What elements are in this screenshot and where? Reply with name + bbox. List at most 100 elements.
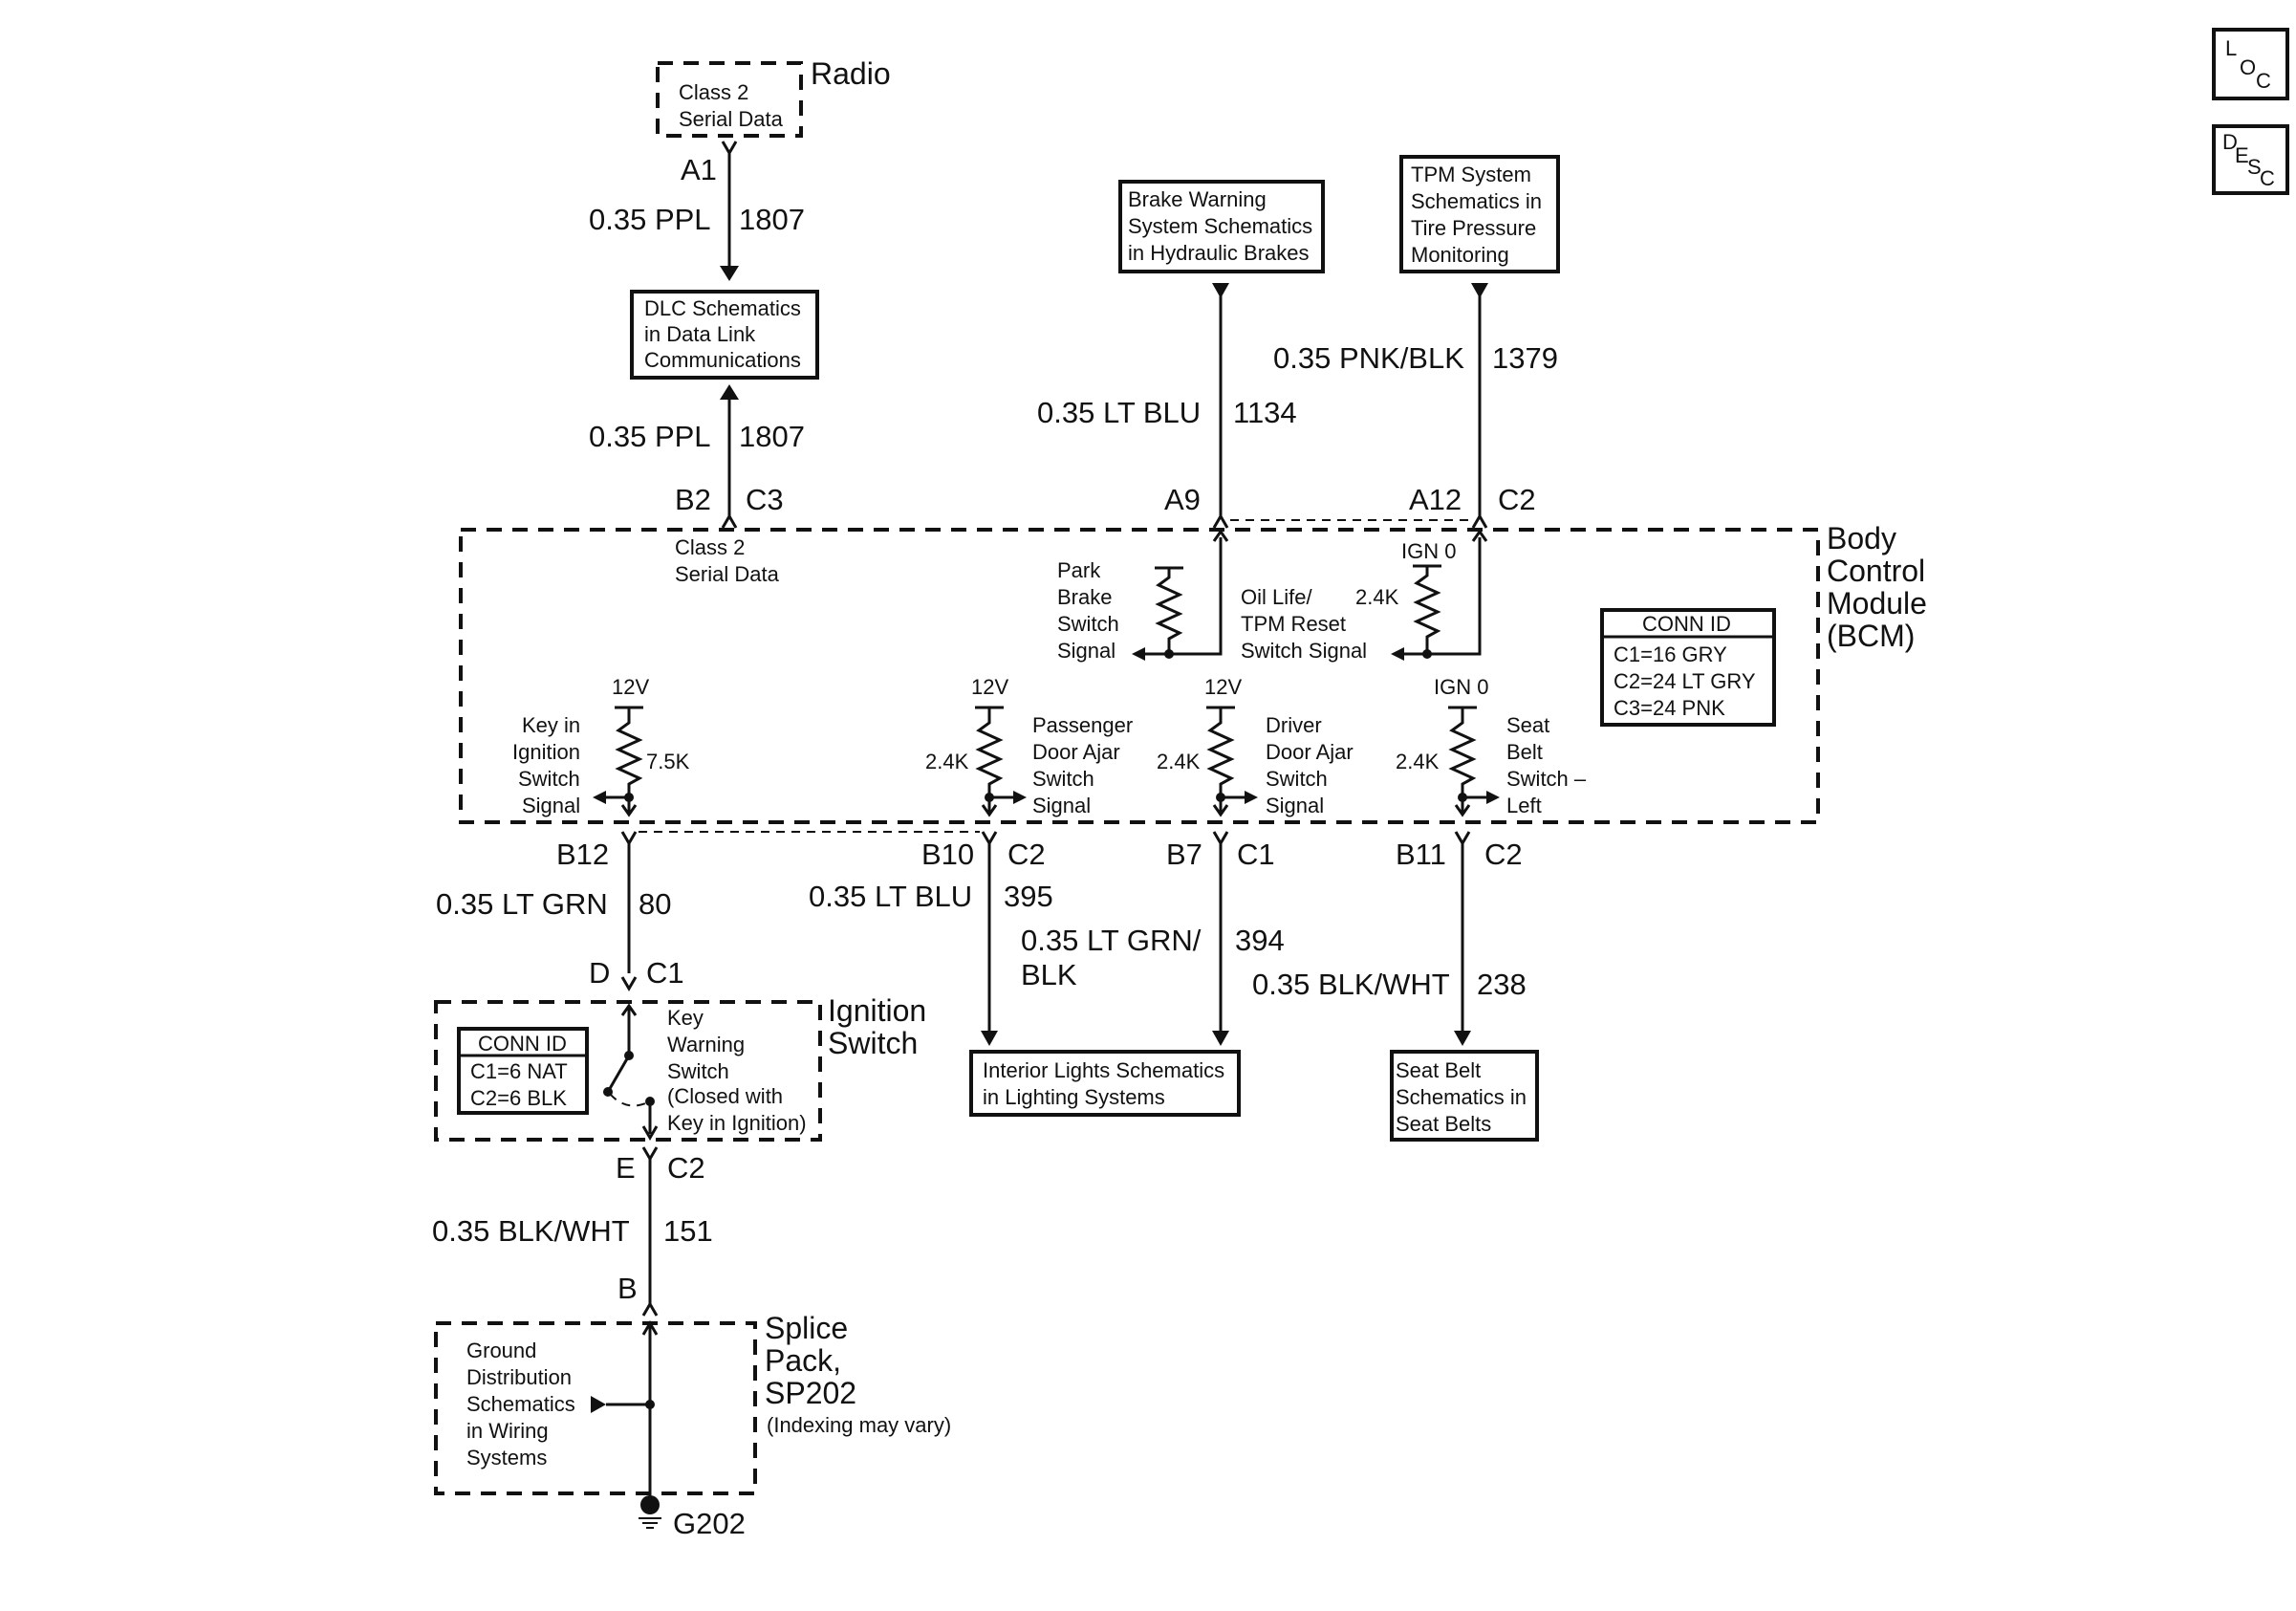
bcm-name-1: Body (1827, 521, 1896, 555)
bcm-conn-id-title: CONN ID (1642, 612, 1731, 636)
bcm-conn-id-table: CONN ID C1=16 GRY C2=24 LT GRY C3=24 PNK (1600, 608, 1776, 727)
seat-belt-1: Seat (1506, 713, 1549, 737)
park-brake-4: Signal (1057, 639, 1116, 663)
seatbelts-line-3: Seat Belts (1396, 1112, 1491, 1136)
splice-note: (Indexing may vary) (767, 1413, 951, 1437)
radio-inner-1: Class 2 (679, 80, 748, 104)
conn-c3: C3 (746, 483, 784, 516)
pin-b2: B2 (675, 483, 711, 516)
bcm-conn-row-2: C2=24 LT GRY (1614, 669, 1756, 693)
loc-l: L (2225, 36, 2237, 60)
ign-switch-3: Switch (667, 1059, 729, 1083)
driver-3: Switch (1266, 767, 1328, 791)
ign-conn-c2: C2 (667, 1151, 705, 1185)
ground-ref-4: in Wiring (466, 1419, 549, 1443)
bcm-class2-2: Serial Data (675, 562, 780, 586)
wire-1379-gauge: 0.35 PNK/BLK (1273, 341, 1464, 375)
seat-belt-schematics-box[interactable]: Seat Belt Schematics in Seat Belts (1390, 1050, 1539, 1142)
passenger-door-circuit: 12V 2.4K Passenger Door Ajar Switch Sign… (925, 675, 1133, 817)
bcm-name-2: Control (1827, 554, 1925, 588)
oil-life-1: Oil Life/ (1241, 585, 1312, 609)
ign-conn-row-2: C2=6 BLK (470, 1086, 567, 1110)
passenger-supply: 12V (971, 675, 1008, 699)
seat-belt-3: Switch – (1506, 767, 1587, 791)
ignition-name-1: Ignition (828, 993, 926, 1028)
brake-line-1: Brake Warning (1128, 187, 1267, 211)
driver-resistor: 2.4K (1157, 750, 1201, 773)
pin-b7: B7 (1166, 838, 1202, 871)
key-in-ignition-circuit: 12V 7.5K Key in Ignition Switch Signal (512, 675, 690, 817)
tpm-line-3: Tire Pressure (1411, 216, 1536, 240)
ground-label: G202 (673, 1507, 746, 1540)
ign-conn-c1: C1 (646, 956, 684, 990)
seatbelts-line-1: Seat Belt (1396, 1058, 1481, 1082)
key-in-1: Key in (522, 713, 580, 737)
wire-80-circuit: 80 (639, 887, 671, 921)
pin-b10: B10 (921, 838, 974, 871)
interior-lights-box[interactable]: Interior Lights Schematics in Lighting S… (969, 1050, 1241, 1117)
desc-icon[interactable]: D E S C (2212, 124, 2289, 195)
oil-life-resistor: 2.4K (1355, 585, 1399, 609)
tpm-line-4: Monitoring (1411, 243, 1509, 267)
ign-switch-1: Key (667, 1006, 704, 1030)
radio-pin-a1: A1 (681, 153, 717, 186)
wire-1807-top-circuit: 1807 (739, 203, 805, 236)
oil-life-circuit: IGN 0 2.4K Oil Life/ TPM Reset Switch Si… (1241, 529, 1488, 663)
desc-d: D (2222, 130, 2238, 154)
wire-394-circuit: 394 (1235, 924, 1285, 957)
wire-151-circuit: 151 (663, 1214, 713, 1248)
ign-pin-d: D (589, 956, 610, 990)
desc-c: C (2260, 166, 2275, 190)
conn-b11-c2: C2 (1484, 838, 1523, 871)
radio-inner-2: Serial Data (679, 107, 784, 131)
driver-door-circuit: 12V 2.4K Driver Door Ajar Switch Signal (1157, 675, 1354, 817)
ign-switch-2: Warning (667, 1033, 745, 1056)
bcm-name-4: (BCM) (1827, 619, 1915, 653)
bcm-name-3: Module (1827, 586, 1927, 620)
pin-a12: A12 (1409, 483, 1462, 516)
brake-warning-box[interactable]: Brake Warning System Schematics in Hydra… (1118, 180, 1325, 273)
interior-line-1: Interior Lights Schematics (983, 1058, 1224, 1082)
wire-394-gauge-1: 0.35 LT GRN/ (1021, 924, 1202, 957)
wire-394-gauge-2: BLK (1021, 958, 1077, 991)
conn-b7-c1: C1 (1237, 838, 1275, 871)
key-in-resistor: 7.5K (646, 750, 690, 773)
loc-o: O (2240, 55, 2256, 79)
loc-c: C (2256, 69, 2271, 93)
park-brake-2: Brake (1057, 585, 1112, 609)
tpm-line-2: Schematics in (1411, 189, 1542, 213)
conn-b10-c2: C2 (1007, 838, 1046, 871)
wire-1134-gauge: 0.35 LT BLU (1037, 396, 1201, 429)
driver-supply: 12V (1204, 675, 1242, 699)
park-brake-1: Park (1057, 558, 1101, 582)
dlc-line-2: in Data Link (644, 322, 756, 346)
pin-b12: B12 (556, 838, 609, 871)
wire-395-circuit: 395 (1004, 880, 1053, 913)
passenger-2: Door Ajar (1032, 740, 1120, 764)
pin-b11: B11 (1396, 838, 1446, 871)
bcm-module: Body Control Module (BCM) Class 2 Serial… (459, 521, 1927, 824)
dlc-schematics-box[interactable]: DLC Schematics in Data Link Communicatio… (630, 290, 819, 380)
key-in-2: Ignition (512, 740, 580, 764)
park-brake-circuit: Park Brake Switch Signal (1057, 529, 1229, 663)
ground-ref-1: Ground (466, 1339, 536, 1362)
ign-switch-4: (Closed with (667, 1084, 783, 1108)
driver-4: Signal (1266, 794, 1324, 817)
wire-238-circuit: 238 (1477, 968, 1527, 1001)
splice-pack: B Splice Pack, SP202 (Indexing may vary)… (434, 1272, 951, 1495)
desc-s: S (2247, 155, 2262, 179)
ground-ref-2: Distribution (466, 1365, 572, 1389)
oil-life-2: TPM Reset (1241, 612, 1346, 636)
wire-1807-bottom-circuit: 1807 (739, 420, 805, 453)
dlc-line-1: DLC Schematics (644, 296, 801, 320)
wire-1807-bottom-gauge: 0.35 PPL (589, 420, 711, 453)
ground-ref-3: Schematics (466, 1392, 575, 1416)
pin-a9: A9 (1164, 483, 1201, 516)
wire-1807-top-gauge: 0.35 PPL (589, 203, 711, 236)
loc-icon[interactable]: L O C (2212, 28, 2289, 100)
bcm-conn-row-3: C3=24 PNK (1614, 696, 1725, 720)
radio-component: Class 2 Serial Data Radio A1 (656, 56, 891, 186)
tpm-system-box[interactable]: TPM System Schematics in Tire Pressure M… (1399, 155, 1560, 273)
seat-belt-resistor: 2.4K (1396, 750, 1440, 773)
